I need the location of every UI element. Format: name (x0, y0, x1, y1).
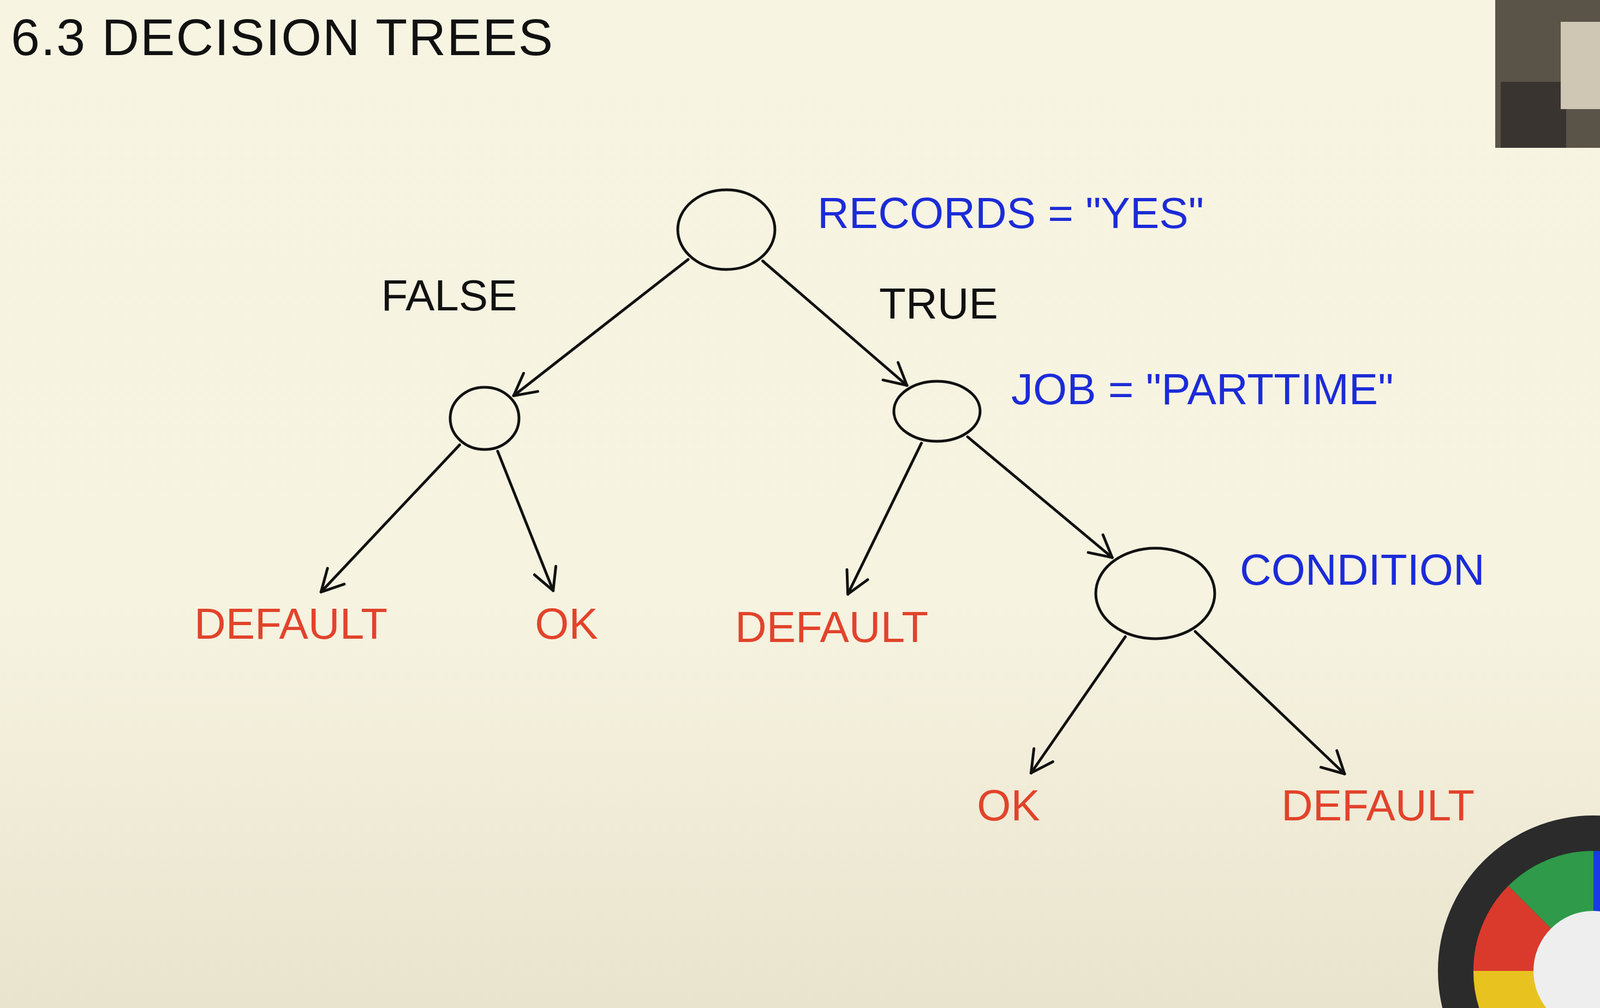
branch-label: TRUE (875, 277, 1002, 331)
decision-circle: CONDITION (1094, 546, 1217, 641)
outcome-label: OK (534, 599, 599, 649)
diagram-title: 6.3 DECISION TREES (10, 7, 554, 68)
webcam-wall (1560, 21, 1600, 110)
outcome-label: DEFAULT (735, 603, 929, 652)
tree-branch (497, 451, 557, 591)
decision-circle: JOB = "PARTTIME" (892, 379, 982, 444)
leaf-outcome: OK (972, 778, 1045, 834)
webcam-thumbnail (1495, 0, 1600, 148)
circle-outline (448, 385, 521, 452)
outcome-label: OK (976, 781, 1041, 831)
split-condition: RECORDS = "YES" (817, 188, 1204, 239)
tree-branch (1195, 631, 1345, 775)
decision-circle: RECORDS = "YES" (676, 188, 777, 272)
tree-branch (967, 437, 1113, 558)
leaf-outcome: DEFAULT (1276, 778, 1479, 834)
circle-outline (676, 188, 777, 272)
outcome-label: DEFAULT (1281, 781, 1475, 831)
leaf-outcome: DEFAULT (189, 596, 392, 652)
leaf-outcome: OK (530, 596, 603, 652)
tree-branch (1030, 636, 1126, 774)
color-wheel (1437, 815, 1600, 1008)
split-condition: CONDITION (1239, 545, 1485, 596)
tree-branch (513, 259, 689, 397)
tree-branch (320, 444, 460, 593)
tree-branch (846, 443, 922, 595)
circle-outline (892, 379, 982, 444)
split-condition: JOB = "PARTTIME" (1011, 364, 1394, 415)
webcam-shelf (1500, 81, 1567, 148)
outcome-label: DEFAULT (194, 599, 388, 649)
decision-circle (448, 385, 521, 452)
leaf-outcome: DEFAULT (730, 600, 933, 655)
branch-label: FALSE (377, 269, 521, 322)
circle-outline (1094, 546, 1217, 641)
